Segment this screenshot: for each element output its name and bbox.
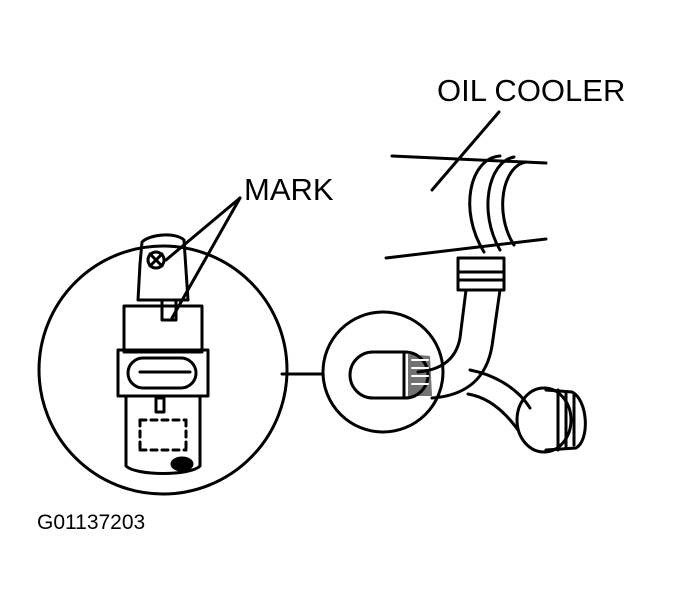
oil-cooler-pipe [384,154,548,260]
mark-label: MARK [244,172,334,207]
leader-lines [164,110,501,320]
mark-leader-left [164,196,242,262]
oil-cooler-leader [430,110,501,192]
magnified-detail-circle [37,233,289,496]
detail-location-circle [321,310,445,434]
figure-code: G01137203 [37,511,145,534]
cap-fitting [515,386,587,454]
oil-cooler-label: OIL COOLER [437,73,625,108]
mark-leader-right [170,196,242,320]
